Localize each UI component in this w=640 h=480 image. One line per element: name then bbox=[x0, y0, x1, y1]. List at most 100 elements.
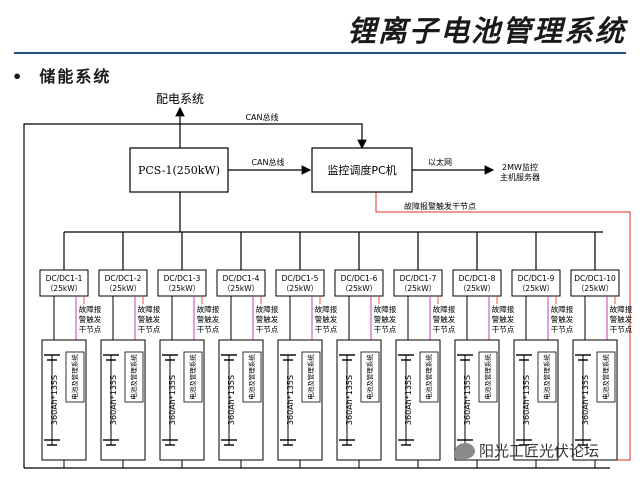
bms-label: 电池及管理系统 bbox=[188, 354, 197, 400]
battery-spec-label: 360Ah*135S bbox=[227, 375, 236, 425]
dcdc-power: （25kW） bbox=[518, 284, 554, 293]
fault-label-line: 警触发 bbox=[79, 314, 102, 324]
bms-box bbox=[183, 351, 203, 403]
fault-label-line: 警触发 bbox=[197, 314, 220, 324]
fault-label-line: 故障报 bbox=[315, 304, 338, 314]
dcdc-box bbox=[216, 269, 266, 297]
page-title: 锂离子电池管理系统 bbox=[346, 14, 626, 48]
battery-spec-label: 360Ah*135S bbox=[345, 375, 354, 425]
pcs-label: PCS-1(250kW) bbox=[138, 164, 220, 177]
battery-spec-label: 360Ah*135S bbox=[522, 375, 531, 425]
dcdc-box bbox=[452, 269, 502, 297]
battery-spec-label: 360Ah*135S bbox=[404, 375, 413, 425]
fault-label-line: 警触发 bbox=[610, 314, 633, 324]
can-bus-top-label: CAN总线 bbox=[245, 112, 278, 122]
bms-box bbox=[124, 351, 144, 403]
dcdc-name: DC/DC1-2 bbox=[105, 274, 142, 283]
bms-box bbox=[242, 351, 262, 403]
bms-label: 电池及管理系统 bbox=[365, 354, 374, 400]
title-underline bbox=[14, 52, 626, 54]
fault-label-line: 干节点 bbox=[433, 325, 456, 334]
fault-label-line: 故障报 bbox=[256, 304, 279, 314]
monitor-pc-box bbox=[311, 147, 413, 193]
fault-label-line: 故障报 bbox=[197, 304, 220, 314]
dcdc-box bbox=[98, 269, 148, 297]
fault-label-line: 故障报 bbox=[610, 304, 633, 314]
fault-bus-label: 故障报警触发干节点 bbox=[404, 201, 476, 211]
dcdc-power: （25kW） bbox=[105, 284, 141, 293]
dcdc-name: DC/DC1-5 bbox=[282, 274, 319, 283]
fault-label-line: 故障报 bbox=[79, 304, 102, 314]
fault-label-line: 故障报 bbox=[374, 304, 397, 314]
dcdc-name: DC/DC1-10 bbox=[574, 274, 616, 283]
dcdc-power: （25kW） bbox=[282, 284, 318, 293]
bms-label: 电池及管理系统 bbox=[306, 354, 315, 400]
dcdc-name: DC/DC1-1 bbox=[46, 274, 83, 283]
dcdc-name: DC/DC1-4 bbox=[223, 274, 260, 283]
bms-label: 电池及管理系统 bbox=[70, 354, 79, 400]
battery-spec-label: 360Ah*135S bbox=[109, 375, 118, 425]
bms-label: 电池及管理系统 bbox=[129, 354, 138, 400]
bms-box bbox=[360, 351, 380, 403]
dcdc-power: （25kW） bbox=[164, 284, 200, 293]
dcdc-power: （25kW） bbox=[341, 284, 377, 293]
fault-label-line: 干节点 bbox=[610, 325, 633, 334]
dcdc-name: DC/DC1-8 bbox=[459, 274, 496, 283]
fault-label-line: 故障报 bbox=[138, 304, 161, 314]
server-label-1: 2MW监控 bbox=[502, 162, 538, 172]
battery-spec-label: 360Ah*135S bbox=[168, 375, 177, 425]
section-title: 储能系统 bbox=[39, 67, 112, 86]
battery-spec-label: 360Ah*135S bbox=[286, 375, 295, 425]
fault-label-line: 警触发 bbox=[433, 314, 456, 324]
dcdc-power: （25kW） bbox=[400, 284, 436, 293]
dcdc-name: DC/DC1-3 bbox=[164, 274, 201, 283]
dcdc-box bbox=[511, 269, 561, 297]
fault-label-line: 警触发 bbox=[551, 314, 574, 324]
server-label-2: 主机服务器 bbox=[500, 172, 540, 182]
bms-box bbox=[596, 351, 616, 403]
dcdc-power: （25kW） bbox=[46, 284, 82, 293]
dcdc-box bbox=[39, 269, 89, 297]
dcdc-power: （25kW） bbox=[223, 284, 259, 293]
fault-label-line: 干节点 bbox=[256, 325, 279, 334]
fault-label-line: 故障报 bbox=[433, 304, 456, 314]
fault-label-line: 干节点 bbox=[79, 325, 102, 334]
bms-box bbox=[537, 351, 557, 403]
can-bus-mid-label: CAN总线 bbox=[251, 157, 284, 167]
battery-spec-label: 360Ah*135S bbox=[581, 375, 590, 425]
bms-box bbox=[478, 351, 498, 403]
fault-label-line: 干节点 bbox=[315, 325, 338, 334]
fault-label-line: 警触发 bbox=[256, 314, 279, 324]
dcdc-box bbox=[334, 269, 384, 297]
bms-label: 电池及管理系统 bbox=[542, 354, 551, 400]
fault-alarm-line bbox=[375, 192, 631, 461]
dcdc-box bbox=[393, 269, 443, 297]
battery-spec-label: 360Ah*135S bbox=[50, 375, 59, 425]
fault-label-line: 干节点 bbox=[492, 325, 515, 334]
grid-label: 配电系统 bbox=[156, 92, 204, 106]
dcdc-box bbox=[275, 269, 325, 297]
pcs-box bbox=[129, 147, 229, 193]
fault-label-line: 故障报 bbox=[492, 304, 515, 314]
fault-label-line: 警触发 bbox=[492, 314, 515, 324]
bms-box bbox=[301, 351, 321, 403]
bms-box bbox=[65, 351, 85, 403]
dcdc-name: DC/DC1-6 bbox=[341, 274, 378, 283]
ethernet-label: 以太网 bbox=[428, 157, 452, 167]
dcdc-box bbox=[157, 269, 207, 297]
watermark-text: 阳光工匠光伏论坛 bbox=[479, 442, 600, 460]
fault-label-line: 警触发 bbox=[138, 314, 161, 324]
dcdc-name: DC/DC1-7 bbox=[400, 274, 437, 283]
fault-label-line: 干节点 bbox=[197, 325, 220, 334]
bms-label: 电池及管理系统 bbox=[247, 354, 256, 400]
can-bus-top-line bbox=[23, 123, 367, 468]
section-bullet: • 储能系统 bbox=[12, 67, 112, 86]
battery-spec-label: 360Ah*135S bbox=[463, 375, 472, 425]
monitor-pc-label: 监控调度PC机 bbox=[327, 163, 396, 177]
bms-label: 电池及管理系统 bbox=[483, 354, 492, 400]
dcdc-power: （25kW） bbox=[459, 284, 495, 293]
fault-label-line: 故障报 bbox=[551, 304, 574, 314]
dcdc-box bbox=[570, 269, 620, 297]
fault-label-line: 干节点 bbox=[551, 325, 574, 334]
